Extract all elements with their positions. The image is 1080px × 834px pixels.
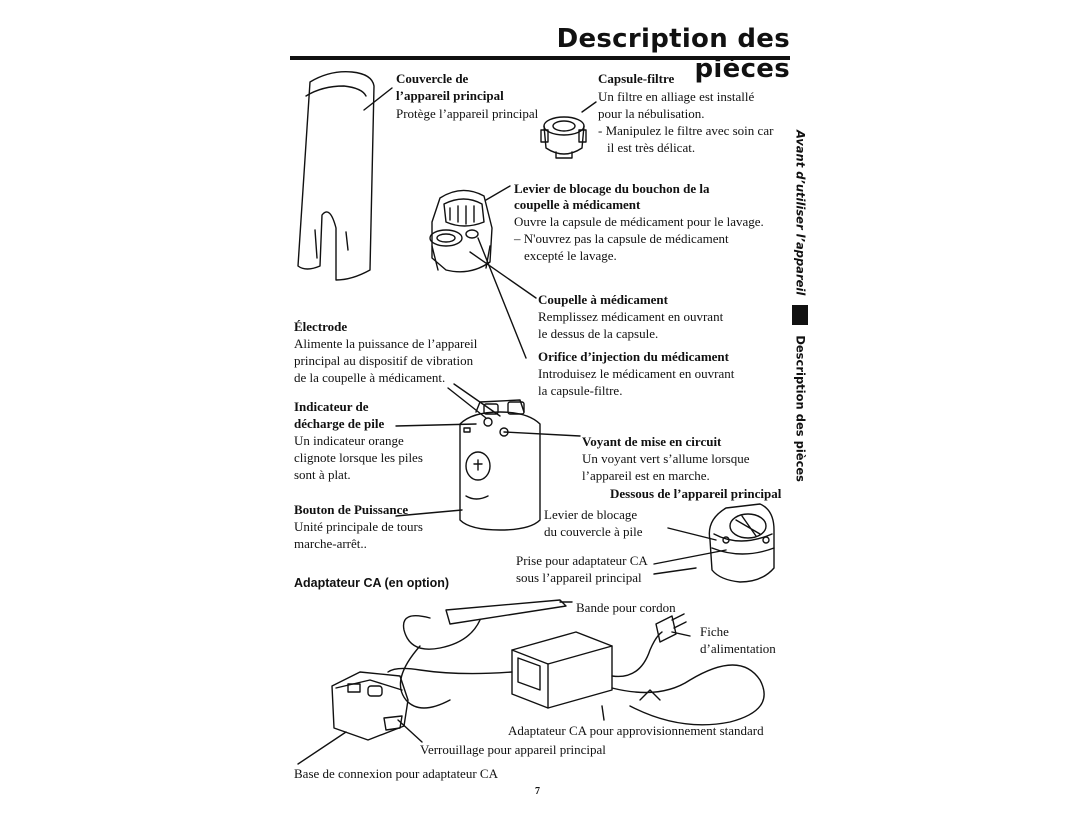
orifice-heading: Orifice d’injection du médicament <box>538 349 729 364</box>
capsule-line-2: pour la nébulisation. <box>598 106 705 121</box>
levier-line-2: – N'ouvrez pas la capsule de médicament <box>514 231 729 246</box>
couvercle-heading-1: Couvercle de <box>396 71 469 86</box>
leader-capsule <box>581 101 597 113</box>
adaptateur-fiche-1: Fiche <box>700 624 729 639</box>
side-tab-current: Description des pièces <box>793 335 808 483</box>
voyant-line-1: Un voyant vert s’allume lorsque <box>582 451 750 466</box>
main-unit-drawing <box>459 399 541 531</box>
voyant-heading: Voyant de mise en circuit <box>582 434 722 449</box>
electrode-line-2: principal au dispositif de vibration <box>294 353 474 368</box>
leader-levier-pile <box>667 527 717 541</box>
leader-bouton <box>395 509 463 517</box>
orifice-line-2: la capsule-filtre. <box>538 383 623 398</box>
side-tab-previous: Avant d’utiliser l’appareil <box>793 130 808 296</box>
indicateur-heading-1: Indicateur de <box>294 399 369 414</box>
capsule-line-1: Un filtre en alliage est installé <box>598 89 755 104</box>
adaptateur-standard: Adaptateur CA pour approvisionnement sta… <box>508 723 764 738</box>
capsule-line-3: - Manipulez le filtre avec soin car <box>598 123 774 138</box>
side-tab: Avant d’utiliser l’appareil Description … <box>788 130 818 482</box>
couvercle-heading-2: l’appareil principal <box>396 88 504 103</box>
leader-verrouillage <box>397 719 423 743</box>
levier-line-1: Ouvre la capsule de médicament pour le l… <box>514 214 764 229</box>
leader-electrode-a <box>447 387 487 419</box>
coupelle-heading: Coupelle à médicament <box>538 292 668 307</box>
dessous-heading: Dessous de l’appareil principal <box>610 486 782 501</box>
indicateur-line-1: Un indicateur orange <box>294 433 404 448</box>
dessous-levier-line-2: du couvercle à pile <box>544 524 643 539</box>
couvercle-text: Protège l’appareil principal <box>396 106 539 121</box>
leader-adaptateur <box>601 705 605 721</box>
medication-cup-drawing <box>429 189 493 273</box>
capsule-line-4: il est très délicat. <box>607 140 696 155</box>
page-number: 7 <box>535 786 540 797</box>
orifice-line-1: Introduisez le médicament en ouvrant <box>538 366 735 381</box>
adaptateur-heading: Adaptateur CA (en option) <box>294 576 450 590</box>
coupelle-line-2: le dessus de la capsule. <box>538 326 659 341</box>
levier-heading-1: Levier de blocage du bouchon de la <box>514 181 710 196</box>
dessous-prise-line-1: Prise pour adaptateur CA <box>516 553 648 568</box>
leader-prise-b <box>653 567 697 575</box>
leader-indicateur <box>395 423 477 427</box>
coupelle-line-1: Remplissez médicament en ouvrant <box>538 309 724 324</box>
bouton-heading: Bouton de Puissance <box>294 502 409 517</box>
capsule-heading: Capsule-filtre <box>598 71 675 86</box>
adaptateur-base: Base de connexion pour adaptateur CA <box>294 766 498 781</box>
title-rule <box>290 56 790 60</box>
electrode-line-1: Alimente la puissance de l’appareil <box>294 336 478 351</box>
dessous-prise-line-2: sous l’appareil principal <box>516 570 642 585</box>
dessous-levier-line-1: Levier de blocage <box>544 507 638 522</box>
leader-levier <box>485 185 511 201</box>
leader-voyant <box>503 431 581 437</box>
indicateur-line-3: sont à plat. <box>294 467 351 482</box>
capsule-filter-drawing <box>540 116 587 159</box>
indicateur-line-2: clignote lorsque les piles <box>294 450 423 465</box>
leader-couvercle <box>363 87 393 111</box>
voyant-line-2: l’appareil est en marche. <box>582 468 710 483</box>
leader-prise-a <box>653 549 727 565</box>
levier-line-3: excepté le lavage. <box>524 248 617 263</box>
levier-heading-2: coupelle à médicament <box>514 197 641 212</box>
leader-electrode-b <box>453 383 501 417</box>
electrode-heading: Électrode <box>294 319 348 334</box>
bouton-line-1: Unité principale de tours <box>294 519 423 534</box>
electrode-line-3: de la coupelle à médicament. <box>294 370 446 385</box>
bouton-line-2: marche-arrêt.. <box>294 536 367 551</box>
side-tab-marker <box>792 305 808 326</box>
adaptateur-fiche-2: d’alimentation <box>700 641 776 656</box>
adaptateur-verrouillage: Verrouillage pour appareil principal <box>420 742 606 757</box>
leader-coupelle <box>469 251 537 299</box>
underside-drawing <box>708 503 775 583</box>
adaptateur-bande: Bande pour cordon <box>576 600 676 615</box>
indicateur-heading-2: décharge de pile <box>294 416 385 431</box>
leader-orifice <box>477 237 527 359</box>
leader-fiche <box>671 631 691 637</box>
leader-base <box>297 731 347 765</box>
ac-adapter-drawing <box>331 599 765 741</box>
main-cover-drawing <box>297 71 375 281</box>
